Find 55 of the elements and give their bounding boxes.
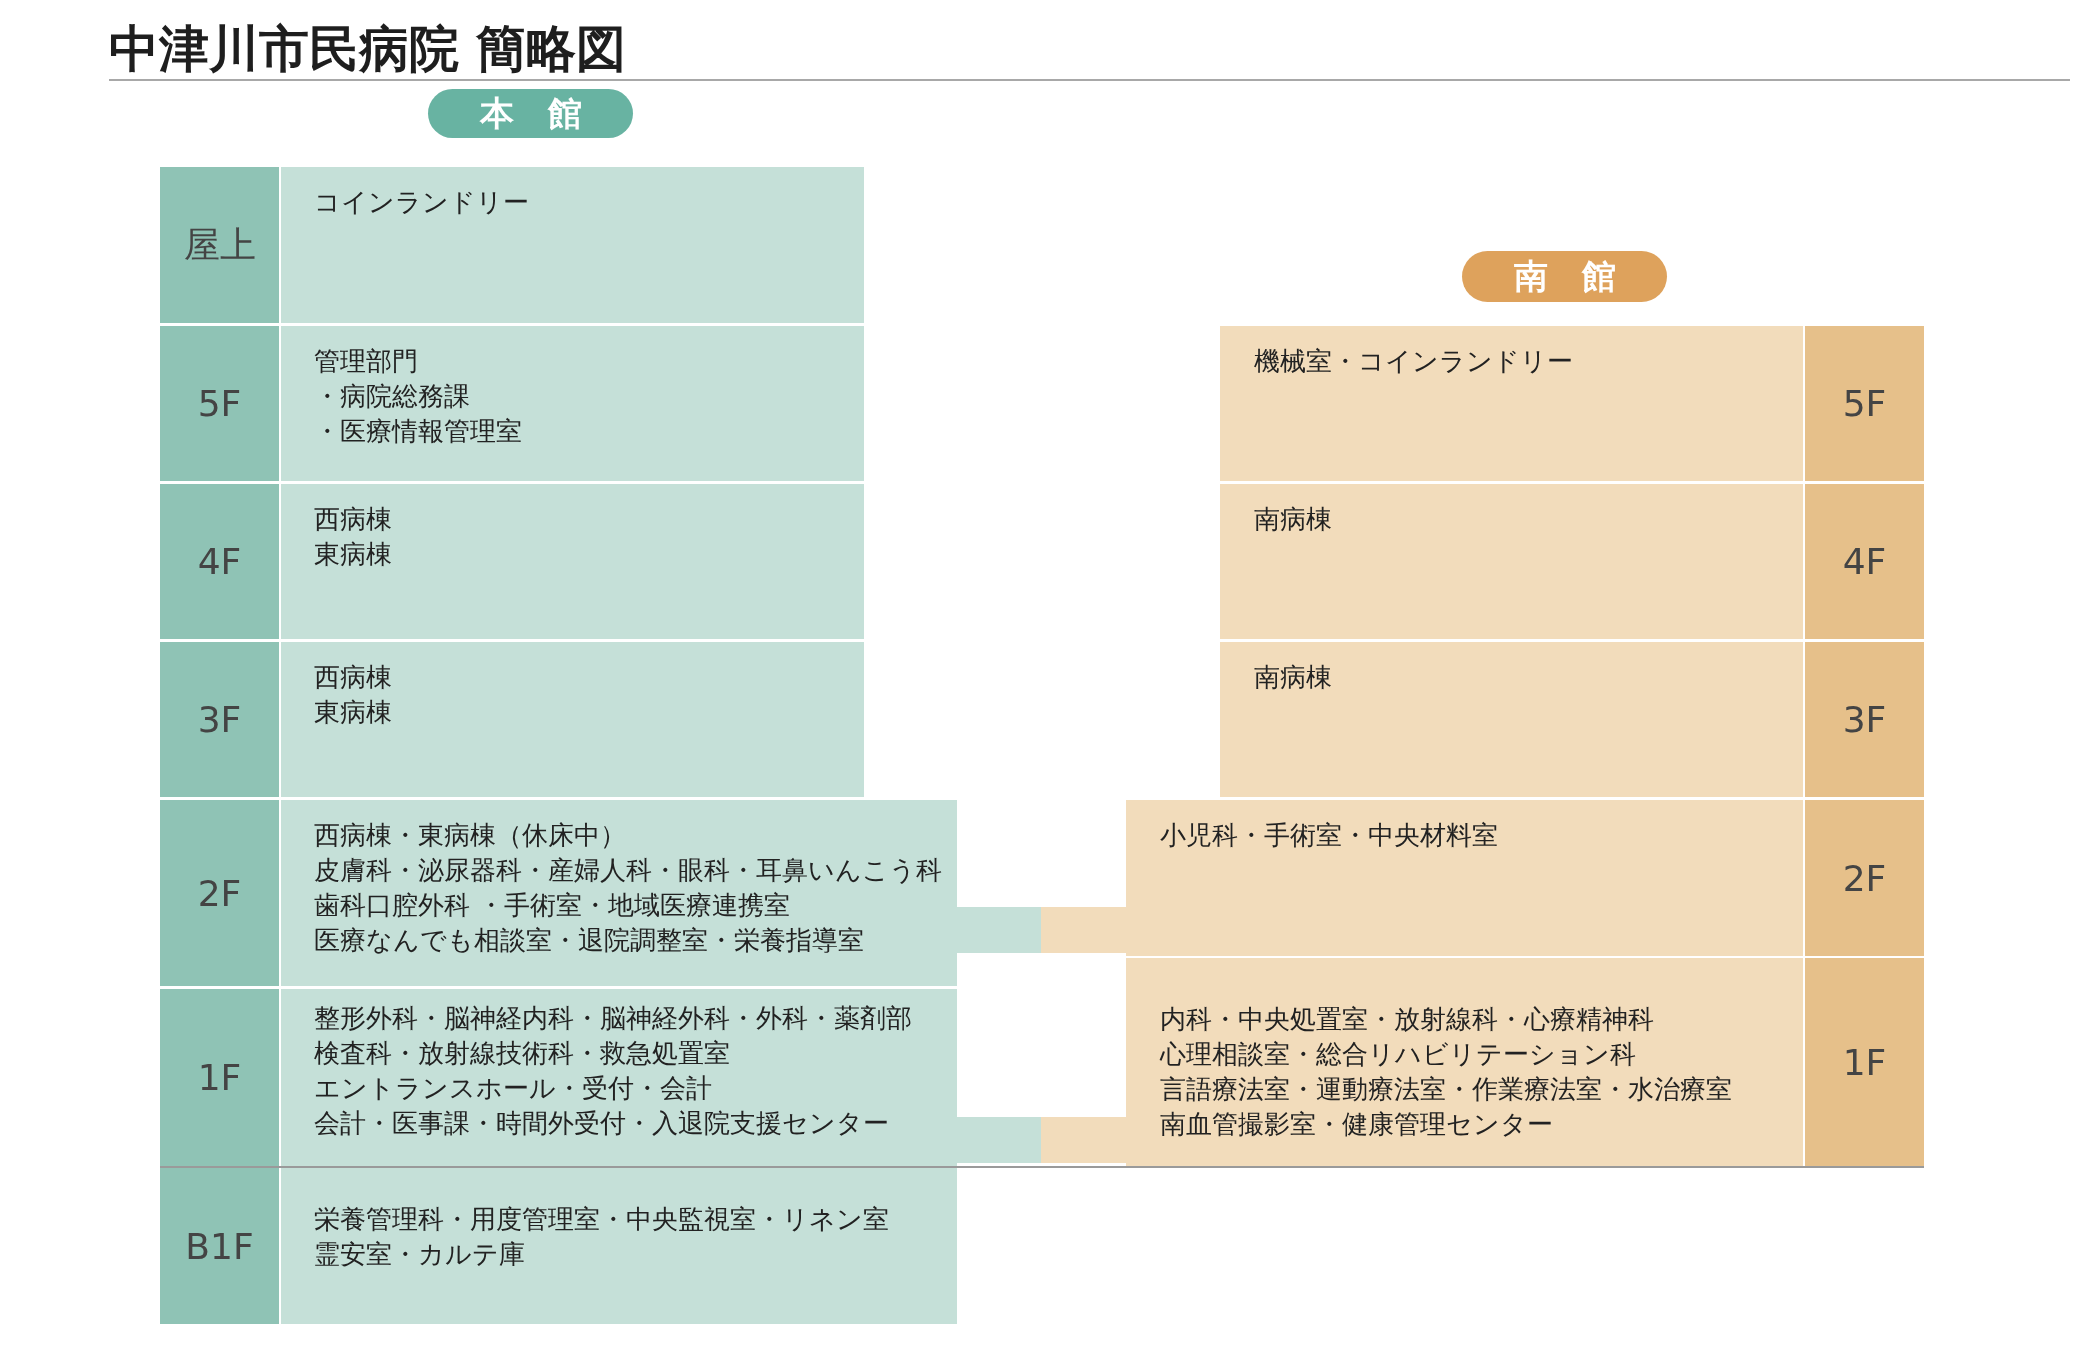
room-list: 小児科・手術室・中央材料室 bbox=[1160, 818, 1498, 853]
floor-label: 2F bbox=[160, 800, 281, 986]
corridor-bridge bbox=[957, 907, 1126, 953]
room-list: 東病棟 bbox=[314, 695, 392, 730]
room-list: 西病棟・東病棟（休床中） bbox=[314, 818, 626, 853]
floor-label: 5F bbox=[160, 326, 281, 481]
room-list: 西病棟 bbox=[314, 660, 392, 695]
room-list: 西病棟 bbox=[314, 502, 392, 537]
floor-label: 5F bbox=[1803, 326, 1924, 481]
corridor-bridge bbox=[957, 1117, 1126, 1163]
floor-band bbox=[160, 167, 864, 323]
room-list: 東病棟 bbox=[314, 537, 392, 572]
floor-label: 1F bbox=[160, 989, 281, 1166]
room-list: 機械室・コインランドリー bbox=[1254, 344, 1573, 379]
room-list: 栄養管理科・用度管理室・中央監視室・リネン室 bbox=[314, 1202, 889, 1237]
floor-label: 3F bbox=[160, 642, 281, 797]
room-list: 言語療法室・運動療法室・作業療法室・水治療室 bbox=[1160, 1072, 1732, 1107]
floor-band bbox=[1220, 642, 1924, 797]
room-list: 検査科・放射線技術科・救急処置室 bbox=[314, 1036, 730, 1071]
room-list: 内科・中央処置室・放射線科・心療精神科 bbox=[1160, 1002, 1654, 1037]
floor-band bbox=[1126, 958, 1924, 1166]
floor-band bbox=[160, 1168, 957, 1324]
room-list: コインランドリー bbox=[314, 185, 529, 220]
floor-label: 4F bbox=[1803, 484, 1924, 639]
room-list: 管理部門 bbox=[314, 344, 418, 379]
floor-band bbox=[160, 326, 864, 481]
building-label: 南 館 bbox=[1462, 251, 1667, 302]
room-list: エントランスホール・受付・会計 bbox=[314, 1071, 712, 1106]
floor-label: 4F bbox=[160, 484, 281, 639]
floor-label: 1F bbox=[1803, 958, 1924, 1166]
room-list: 歯科口腔外科 ・手術室・地域医療連携室 bbox=[314, 888, 791, 923]
room-list: 皮膚科・泌尿器科・産婦人科・眼科・耳鼻いんこう科 bbox=[314, 853, 942, 888]
room-list: 心理相談室・総合リハビリテーション科 bbox=[1160, 1037, 1636, 1072]
floor-label: 2F bbox=[1803, 800, 1924, 956]
floor-band bbox=[160, 989, 957, 1166]
room-list: 整形外科・脳神経内科・脳神経外科・外科・薬剤部 bbox=[314, 1001, 912, 1036]
room-list: 会計・医事課・時間外受付・入退院支援センター bbox=[314, 1106, 889, 1141]
room-list: 南血管撮影室・健康管理センター bbox=[1160, 1107, 1553, 1142]
room-list: 医療なんでも相談室・退院調整室・栄養指導室 bbox=[314, 923, 864, 958]
floor-band bbox=[1126, 800, 1924, 956]
room-list: ・病院総務課 bbox=[314, 379, 470, 414]
room-list: ・医療情報管理室 bbox=[314, 414, 522, 449]
floor-label: B1F bbox=[160, 1168, 281, 1324]
room-list: 南病棟 bbox=[1254, 502, 1332, 537]
floor-band bbox=[1220, 484, 1924, 639]
floor-band bbox=[160, 642, 864, 797]
room-list: 霊安室・カルテ庫 bbox=[314, 1237, 525, 1272]
floor-band bbox=[160, 484, 864, 639]
floor-label: 屋上 bbox=[160, 167, 281, 323]
room-list: 南病棟 bbox=[1254, 660, 1332, 695]
floor-label: 3F bbox=[1803, 642, 1924, 797]
title: 中津川市民病院 簡略図 bbox=[109, 19, 627, 80]
floor-band bbox=[1220, 326, 1924, 481]
floor-band bbox=[160, 800, 957, 986]
building-label: 本 館 bbox=[428, 89, 633, 138]
